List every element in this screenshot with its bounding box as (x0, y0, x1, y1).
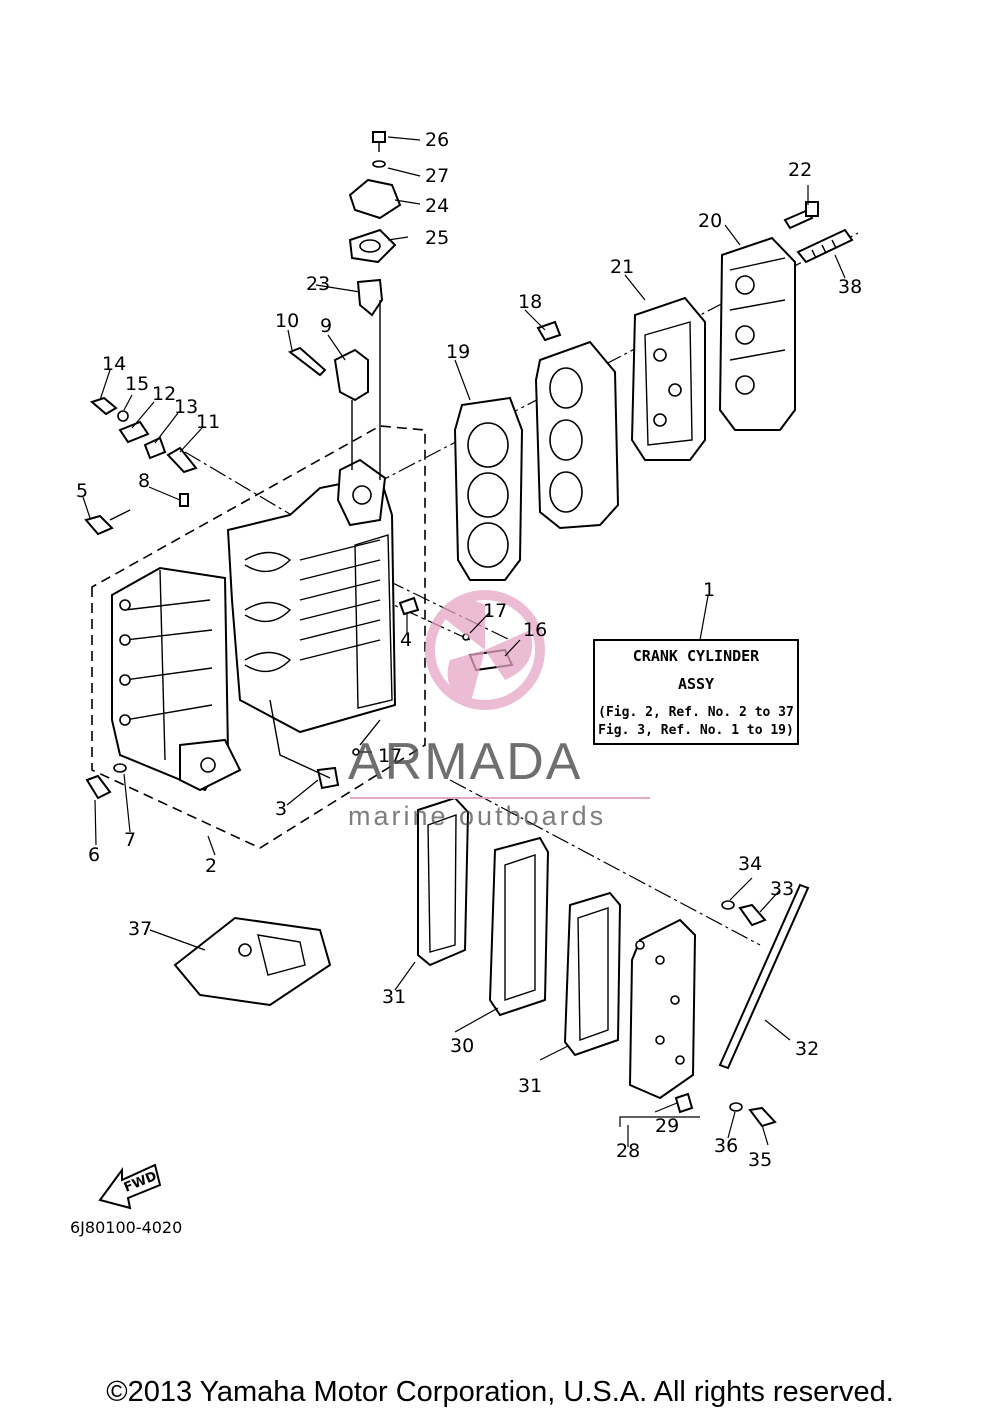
callout-27: 27 (425, 165, 449, 187)
callout-16: 16 (523, 619, 547, 641)
small-fittings-parts (90, 396, 198, 507)
callout-37: 37 (128, 918, 152, 940)
exhaust-outer-gasket-part (563, 891, 622, 1057)
callout-32: 32 (795, 1038, 819, 1060)
callout-10: 10 (275, 310, 299, 332)
callout-8: 8 (138, 470, 150, 492)
callout-19: 19 (446, 341, 470, 363)
leader-lines (82, 136, 846, 1147)
head-cover-gasket-part (630, 296, 706, 461)
callout-6: 6 (88, 844, 100, 866)
callout-29: 29 (655, 1115, 679, 1137)
callout-36: 36 (714, 1135, 738, 1157)
callout-20: 20 (698, 210, 722, 232)
callout-22: 22 (788, 159, 812, 181)
base-gasket-part (173, 916, 332, 1007)
callout-25: 25 (425, 227, 449, 249)
callout-23: 23 (306, 273, 330, 295)
assembly-dashed-outline (91, 425, 426, 849)
watermark-divider (350, 797, 650, 799)
callout-28: 28 (616, 1140, 640, 1162)
callout-17-upper: 17 (483, 600, 507, 622)
callout-17-lower: 17 (378, 745, 402, 767)
callout-5: 5 (76, 480, 88, 502)
alignment-lines (184, 232, 859, 946)
callout-31-left: 31 (382, 986, 406, 1008)
callout-21: 21 (610, 256, 634, 278)
bolts-33-35-parts (721, 900, 777, 1128)
assembly-reference-box: CRANK CYLINDER ASSY (Fig. 2, Ref. No. 2 … (593, 639, 799, 745)
copyright-notice: ©2013 Yamaha Motor Corporation, U.S.A. A… (106, 1376, 894, 1408)
callout-9: 9 (320, 315, 332, 337)
reference-box-line-4: Fig. 3, Ref. No. 1 to 19) (598, 723, 794, 738)
callout-7: 7 (124, 829, 136, 851)
forward-direction-arrow: FWD (98, 1163, 162, 1210)
callout-4: 4 (400, 629, 412, 651)
reference-box-line-3: (Fig. 2, Ref. No. 2 to 37 (598, 705, 794, 720)
watermark-title: ARMADA (348, 733, 583, 791)
head-gasket-part (453, 396, 524, 581)
exhaust-outer-cover-part (628, 918, 697, 1114)
callout-12: 12 (152, 383, 176, 405)
callout-15: 15 (125, 373, 149, 395)
reference-box-line-1: CRANK CYLINDER (632, 647, 760, 665)
crankcase-part (111, 566, 242, 792)
callout-2: 2 (205, 855, 217, 877)
bolt-22-part (783, 201, 819, 230)
head-cover-part (718, 236, 796, 431)
callout-31-right: 31 (518, 1075, 542, 1097)
callout-33: 33 (770, 878, 794, 900)
thermostat-cover-parts (348, 131, 402, 480)
callout-1: 1 (703, 579, 715, 601)
callout-13: 13 (174, 396, 198, 418)
callout-24: 24 (425, 195, 449, 217)
callout-11: 11 (196, 411, 220, 433)
callout-3: 3 (275, 798, 287, 820)
reference-box-line-2: ASSY (677, 675, 715, 693)
callout-26: 26 (425, 129, 449, 151)
callout-14: 14 (102, 353, 126, 375)
exhaust-inner-cover-part (488, 836, 550, 1017)
hose-part (718, 883, 810, 1070)
cylinder-head-part (534, 320, 620, 530)
cylinder-block-part (226, 458, 397, 734)
callout-38: 38 (838, 276, 862, 298)
callout-18: 18 (518, 291, 542, 313)
diagram-code: 6J80100-4020 (70, 1218, 183, 1237)
spark-plug-part (796, 228, 854, 264)
callout-35: 35 (748, 1149, 772, 1171)
armada-logo-graphic (425, 590, 545, 710)
callout-30: 30 (450, 1035, 474, 1057)
watermark-subtitle: marine outboards (348, 801, 607, 831)
callout-34: 34 (738, 853, 762, 875)
bracket-part (287, 346, 369, 470)
